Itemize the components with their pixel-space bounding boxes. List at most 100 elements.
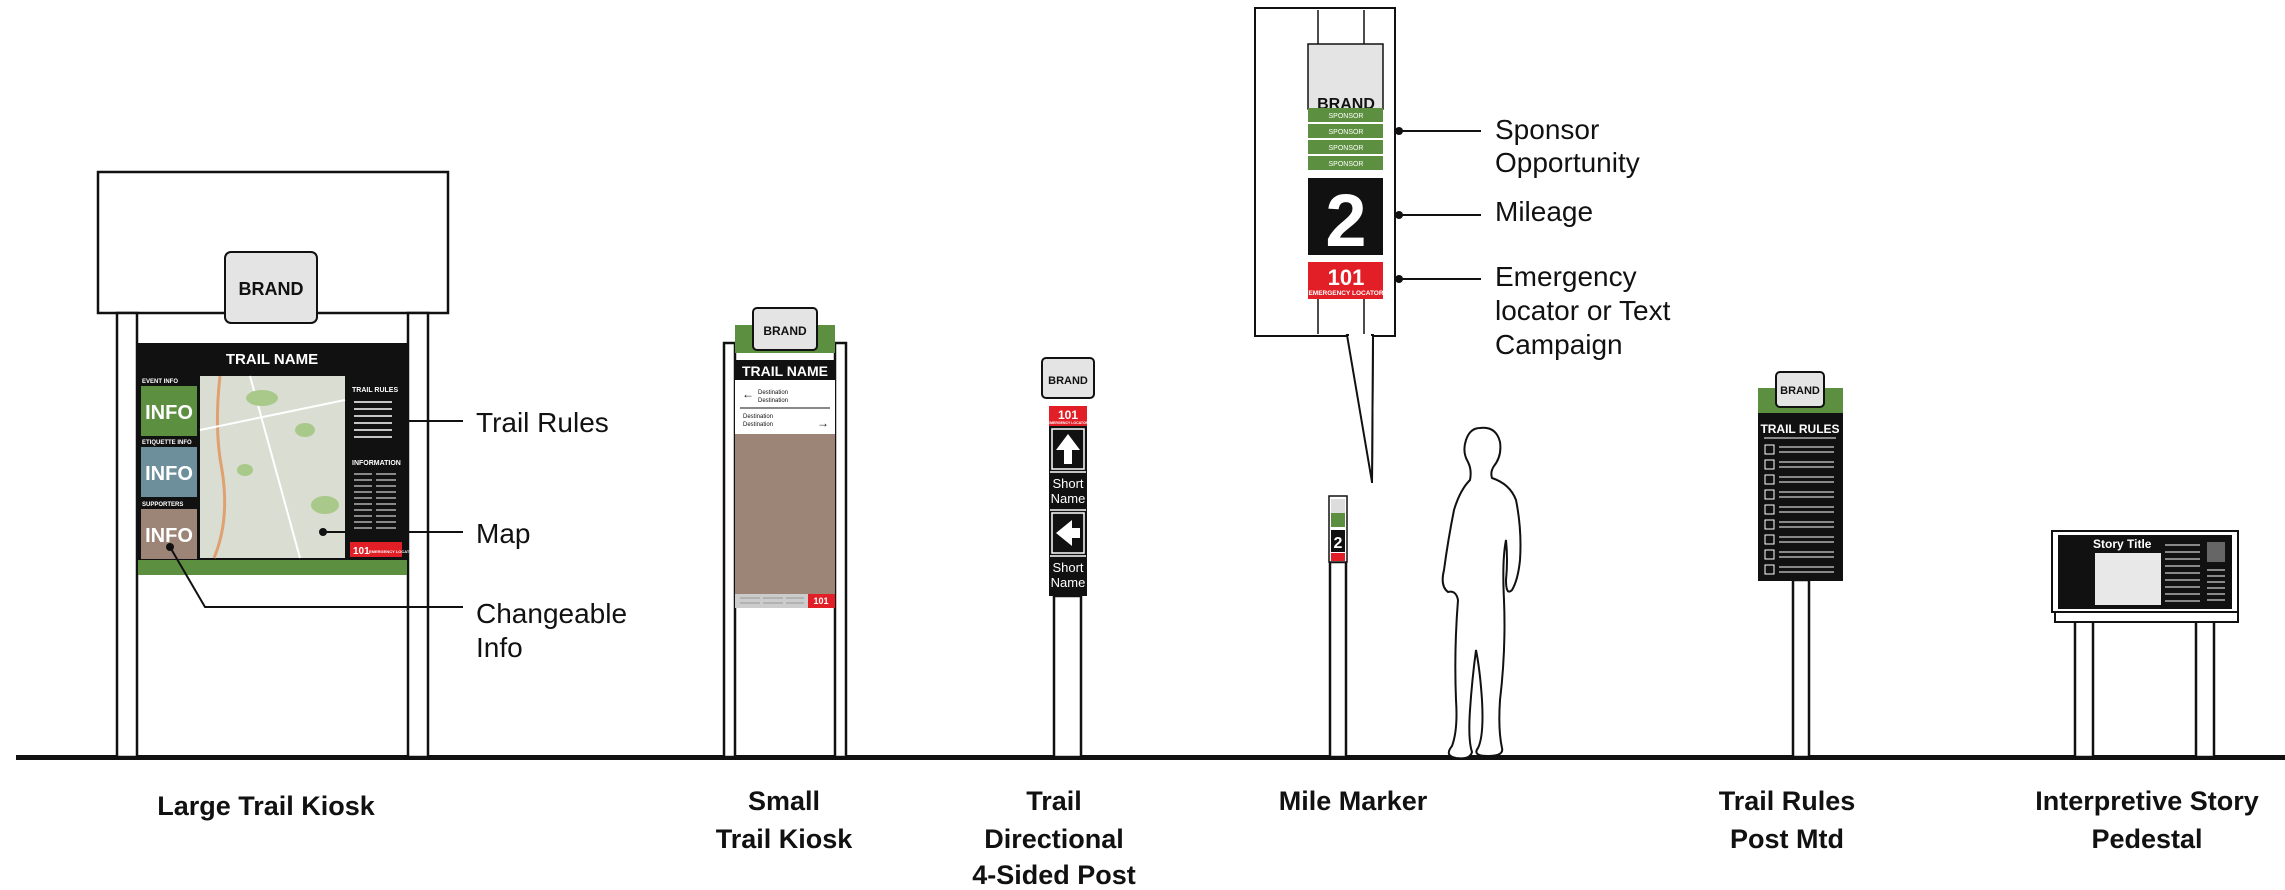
small-kiosk-post-right — [833, 341, 848, 759]
person-scale-figure — [1441, 426, 1522, 760]
kiosk-map-road — [199, 399, 346, 431]
mile-marker-brand-panel — [1307, 43, 1384, 110]
mile-marker-zoom-tail-cover — [1349, 333, 1371, 337]
mile-marker-zoom-tail — [1345, 334, 1375, 483]
kiosk-emergency-number: 101 — [353, 546, 370, 557]
mile-marker-mini-sponsor — [1331, 513, 1345, 527]
callout-sponsor-line1: Sponsor — [1495, 114, 1599, 145]
pedestal-image-area — [2095, 553, 2161, 605]
mile-marker-emergency-panel — [1308, 262, 1383, 299]
caption-directional-line1: Trail — [1026, 786, 1082, 816]
kiosk-post-left — [115, 311, 139, 759]
mile-marker-sponsor-panel — [1308, 156, 1383, 170]
caption-directional-line3: 4-Sided Post — [972, 860, 1136, 890]
trail-rules-post: BRAND TRAIL RULES Trail Rules Post Mtd — [1719, 371, 1856, 854]
rules-post-brand-tag — [1775, 371, 1825, 408]
mile-marker-mileage: 2 — [1325, 179, 1366, 262]
mile-marker-sponsor-4: SPONSOR — [1328, 161, 1363, 168]
kiosk-emergency-badge — [350, 542, 402, 557]
kiosk-panel-header: EVENT INFO — [142, 379, 178, 385]
caption-rules-post-line2: Post Mtd — [1730, 824, 1844, 854]
small-kiosk-directions — [735, 380, 835, 434]
mile-marker-emergency-label: EMERGENCY LOCATOR — [1308, 290, 1383, 297]
rules-post-brand-text: BRAND — [1780, 385, 1820, 397]
directional-emergency-number: 101 — [1058, 408, 1078, 422]
pedestal-text-lines — [2165, 544, 2200, 602]
kiosk-map-park — [246, 390, 278, 406]
small-kiosk-trail-name: TRAIL NAME — [742, 363, 828, 379]
small-kiosk-title-bar — [735, 360, 835, 380]
callout-changeable-line1: Changeable — [476, 598, 627, 629]
mile-marker-sponsor-1: SPONSOR — [1328, 113, 1363, 120]
kiosk-info-label: INFO — [145, 525, 193, 547]
kiosk-information-lines — [354, 473, 396, 529]
kiosk-info-label: INFO — [145, 402, 193, 424]
callout-line-changeable — [169, 546, 463, 608]
kiosk-brand-tag — [224, 251, 318, 324]
kiosk-info-label: INFO — [145, 463, 193, 485]
callout-trail-rules: Trail Rules — [476, 407, 609, 438]
pedestal-side-image — [2207, 542, 2225, 562]
directional-brand-text: BRAND — [1048, 375, 1088, 387]
mile-marker-sponsor-2: SPONSOR — [1328, 129, 1363, 136]
kiosk-map-park — [311, 496, 339, 514]
rules-post-title: TRAIL RULES — [1760, 422, 1839, 436]
caption-pedestal-line1: Interpretive Story — [2035, 786, 2259, 816]
ground-line — [16, 755, 2285, 760]
mile-marker-sponsor-panel — [1308, 108, 1383, 122]
kiosk-map-road — [249, 375, 301, 559]
caption-small-kiosk-line1: Small — [748, 786, 820, 816]
callout-mileage: Mileage — [1495, 196, 1593, 227]
mile-marker-emergency-number: 101 — [1328, 265, 1365, 290]
directional-short-name-1a: Short — [1052, 476, 1083, 491]
kiosk-post-right — [406, 311, 430, 759]
caption-large-trail-kiosk: Large Trail Kiosk — [157, 791, 376, 821]
small-kiosk-brand-tag — [752, 307, 818, 351]
caption-directional-line2: Directional — [984, 824, 1124, 854]
small-kiosk-dest2: Destination — [758, 398, 788, 404]
mile-marker-mini-mileage — [1331, 530, 1345, 552]
directional-emergency-label: EMERGENCY LOCATOR — [1048, 421, 1089, 425]
kiosk-info-panel-blue — [141, 447, 197, 497]
caption-pedestal-line2: Pedestal — [2091, 824, 2202, 854]
directional-short-name-2a: Short — [1052, 560, 1083, 575]
rules-post-pole — [1791, 578, 1811, 759]
kiosk-map-road — [212, 375, 227, 559]
caption-small-kiosk-line2: Trail Kiosk — [716, 824, 854, 854]
arrow-up-icon — [1051, 428, 1085, 470]
caption-rules-post-line1: Trail Rules — [1719, 786, 1856, 816]
small-kiosk-arrow-right-icon: → — [817, 416, 829, 430]
directional-short-name-2b: Name — [1051, 575, 1086, 590]
mile-marker-mini-emergency — [1331, 553, 1345, 561]
small-kiosk-brand-text: BRAND — [763, 324, 807, 338]
small-kiosk-emergency-number: 101 — [813, 596, 828, 606]
small-kiosk-post-left — [722, 341, 737, 759]
mile-marker-mini-number: 2 — [1334, 535, 1343, 552]
directional-pole — [1052, 594, 1083, 759]
kiosk-map-park — [237, 464, 253, 476]
mile-marker-sponsor-panel — [1308, 140, 1383, 154]
small-kiosk-dest3: Destination — [743, 414, 773, 420]
pedestal-side-lines — [2207, 569, 2225, 601]
small-kiosk-arrow-left-icon: ← — [742, 387, 754, 401]
small-trail-kiosk: BRAND TRAIL NAME ← Destination Destinati… — [716, 307, 854, 854]
small-kiosk-map-panel — [735, 434, 835, 594]
callout-emergency-line3: Campaign — [1495, 329, 1623, 360]
kiosk-emergency-label: EMERGENCY LOCATOR — [369, 549, 415, 554]
kiosk-info-panel-green — [141, 386, 197, 436]
kiosk-map-park — [295, 423, 315, 437]
callout-changeable-line2: Info — [476, 632, 523, 663]
directional-short-name-1b: Name — [1051, 491, 1086, 506]
mile-marker-pole — [1328, 560, 1348, 759]
small-kiosk-dest4: Destination — [743, 422, 773, 428]
callout-sponsor-line2: Opportunity — [1495, 147, 1640, 178]
small-kiosk-bottom-lines — [740, 597, 804, 604]
mile-marker-sponsor-panel — [1308, 124, 1383, 138]
small-kiosk-emergency-badge — [808, 594, 835, 608]
trail-directional-post: BRAND 101 EMERGENCY LOCATOR Short Name S… — [972, 357, 1136, 890]
kiosk-green-base — [138, 560, 407, 575]
mile-marker: 2 BRAND SPONSOR SPONSOR SPONSOR SPONSOR … — [1254, 7, 1671, 816]
kiosk-panel-header: ETIQUETTE INFO — [142, 440, 192, 446]
callout-map: Map — [476, 518, 530, 549]
